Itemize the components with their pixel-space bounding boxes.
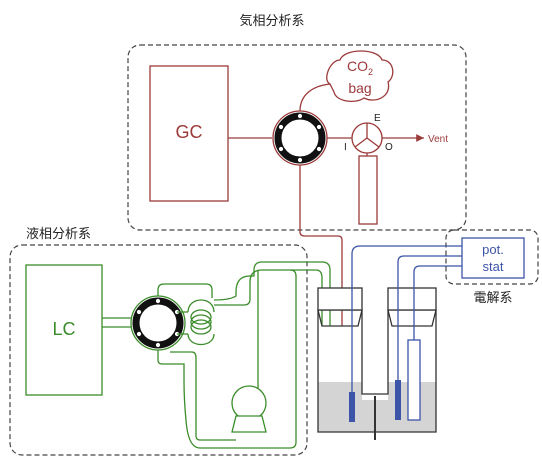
co2-bag-word: bag (348, 80, 371, 96)
gas-phase-section-title: 気相分析系 (239, 13, 304, 29)
potentiostat: pot. stat (461, 237, 525, 279)
gas-phase-section-box (127, 44, 467, 231)
lc-label: LC (52, 319, 75, 339)
valve-to-cell-line-inner (214, 269, 323, 326)
reference-electrode (395, 380, 401, 420)
h-type-electrolysis-cell (317, 287, 437, 440)
valve-port-o: O (385, 142, 393, 153)
liquid-chromatograph: LC (25, 264, 103, 396)
liquid-phase-section-title: 液相分析系 (26, 227, 91, 242)
counter-electrode-lead (413, 265, 462, 340)
return-line (157, 269, 297, 449)
electrolysis-section-box (445, 229, 539, 285)
electrolyte (318, 382, 436, 432)
vent-label: Vent (428, 134, 448, 145)
gas-line-to-cell (299, 165, 343, 326)
right-stopper (387, 287, 437, 311)
valve-to-cell-line-outer (213, 261, 331, 326)
working-electrode-lead (351, 245, 462, 420)
lc-drain-line (170, 351, 236, 441)
valve-port-e: E (374, 113, 381, 124)
sample-loop-coil (177, 299, 215, 346)
valve-port-i: I (344, 142, 347, 153)
valve-to-bag-line (299, 83, 331, 112)
reference-electrode-lead (397, 255, 462, 420)
potentiostat-line1: pot. (482, 242, 504, 257)
counter-electrode (407, 339, 421, 421)
valve-top-loop (157, 283, 213, 298)
gc-sampling-valve (272, 110, 328, 166)
three-way-valve: E I O (344, 113, 393, 154)
gas-chromatograph: GC (149, 65, 229, 202)
peristaltic-pump (231, 382, 267, 433)
co2-bag-formula: CO2 (347, 58, 373, 77)
working-electrode (349, 392, 355, 422)
co2-bag: CO2 bag (326, 50, 394, 103)
liquid-phase-section-box (9, 244, 308, 456)
gc-label: GC (176, 122, 203, 142)
potentiostat-line2: stat (483, 259, 504, 274)
left-stopper (317, 287, 363, 311)
lc-injection-valve (130, 295, 186, 351)
gas-sampling-tube (358, 153, 378, 225)
electrolysis-section-title: 電解系 (473, 291, 512, 306)
